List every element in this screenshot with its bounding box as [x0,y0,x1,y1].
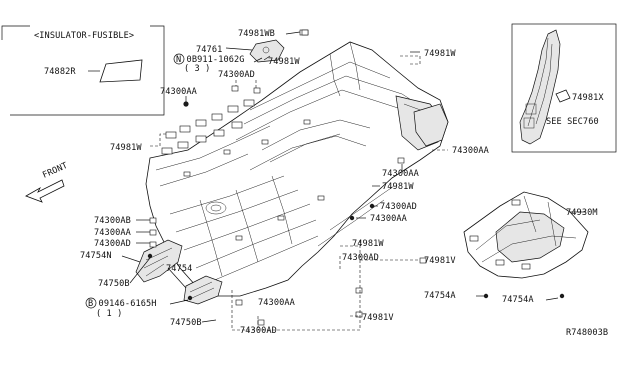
callout-74300aa-right: 74300AA [452,146,490,156]
callout-labels: 74981WB 74761 N 0B911-1062G ( 3 ) 74981W… [80,29,598,336]
callout-74750b-a: 74750B [98,279,130,289]
callout-74754a-left: 74754A [424,291,456,301]
heat-insulator-74754 [135,239,223,305]
pillar-part [519,29,561,145]
section-760-inset: 74981X SEE SEC760 [511,23,617,153]
callout-74754: 74754 [166,264,192,274]
insulator-74930m [463,191,589,279]
callout-74761: 74761 [196,45,222,55]
fasteners [147,29,565,326]
callout-74300ad-mid: 74300AD [380,202,417,212]
callout-74981w-right: 74981W [424,49,456,59]
callout-0891-qty: ( 3 ) [184,64,210,74]
callout-74981v-bottom: 74981V [362,313,394,323]
callout-08146-qty: ( 1 ) [96,309,122,319]
callout-74300aa-mid: 74300AA [382,169,420,179]
callout-74300ad-low: 74300AD [342,253,379,263]
callout-74300aa-left: 74300AA [94,228,132,238]
callout-74754n: 74754N [80,251,112,261]
callout-74300ad-top: 74300AD [218,70,255,80]
callout-74300ab: 74300AB [94,216,131,226]
n-circle-icon [173,53,185,65]
front-direction-indicator: FRONT [25,161,69,203]
part-label-74981x: 74981X [572,93,604,103]
callout-74300aa-mid2: 74300AA [370,214,408,224]
section-note: SEE SEC760 [546,117,599,127]
callout-0891-1062g: N 0B911-1062G [176,55,245,65]
part-label-74882r: 74882R [44,67,76,77]
callout-74300ad-left: 74300AD [94,239,131,249]
callout-08146-6165h: B 09146-6165H [88,299,157,309]
seal-plug-row [161,99,255,155]
callout-74300aa-upperleft: 74300AA [160,87,198,97]
inset-frame [511,23,617,153]
front-arrow-icon [25,179,65,203]
callout-74754a-right: 74754A [502,295,534,305]
inset-title: <INSULATOR-FUSIBLE> [34,31,134,41]
callout-74981v-right: 74981V [424,256,456,266]
rear-side-panel [413,103,449,147]
b-circle-icon [85,297,97,309]
callout-74300ad-bottom: 74300AD [240,326,277,336]
callout-74750b-b: 74750B [170,318,202,328]
callout-74981w-top: 74981W [268,57,300,67]
callout-74981w-mid: 74981W [382,182,414,192]
insulator-pad [99,59,143,83]
front-label: FRONT [41,161,69,181]
callout-74981wb: 74981WB [238,29,275,39]
callout-74300aa-bottom: 74300AA [258,298,296,308]
callout-74981w-low: 74981W [352,239,384,249]
leader-lines [121,31,586,331]
insulator-fusible-inset: <INSULATOR-FUSIBLE> 74882R [1,25,165,116]
diagram-code: R748003B [566,328,608,338]
callout-74981w-left: 74981W [110,143,142,153]
callout-74930m: 74930M [566,208,598,218]
